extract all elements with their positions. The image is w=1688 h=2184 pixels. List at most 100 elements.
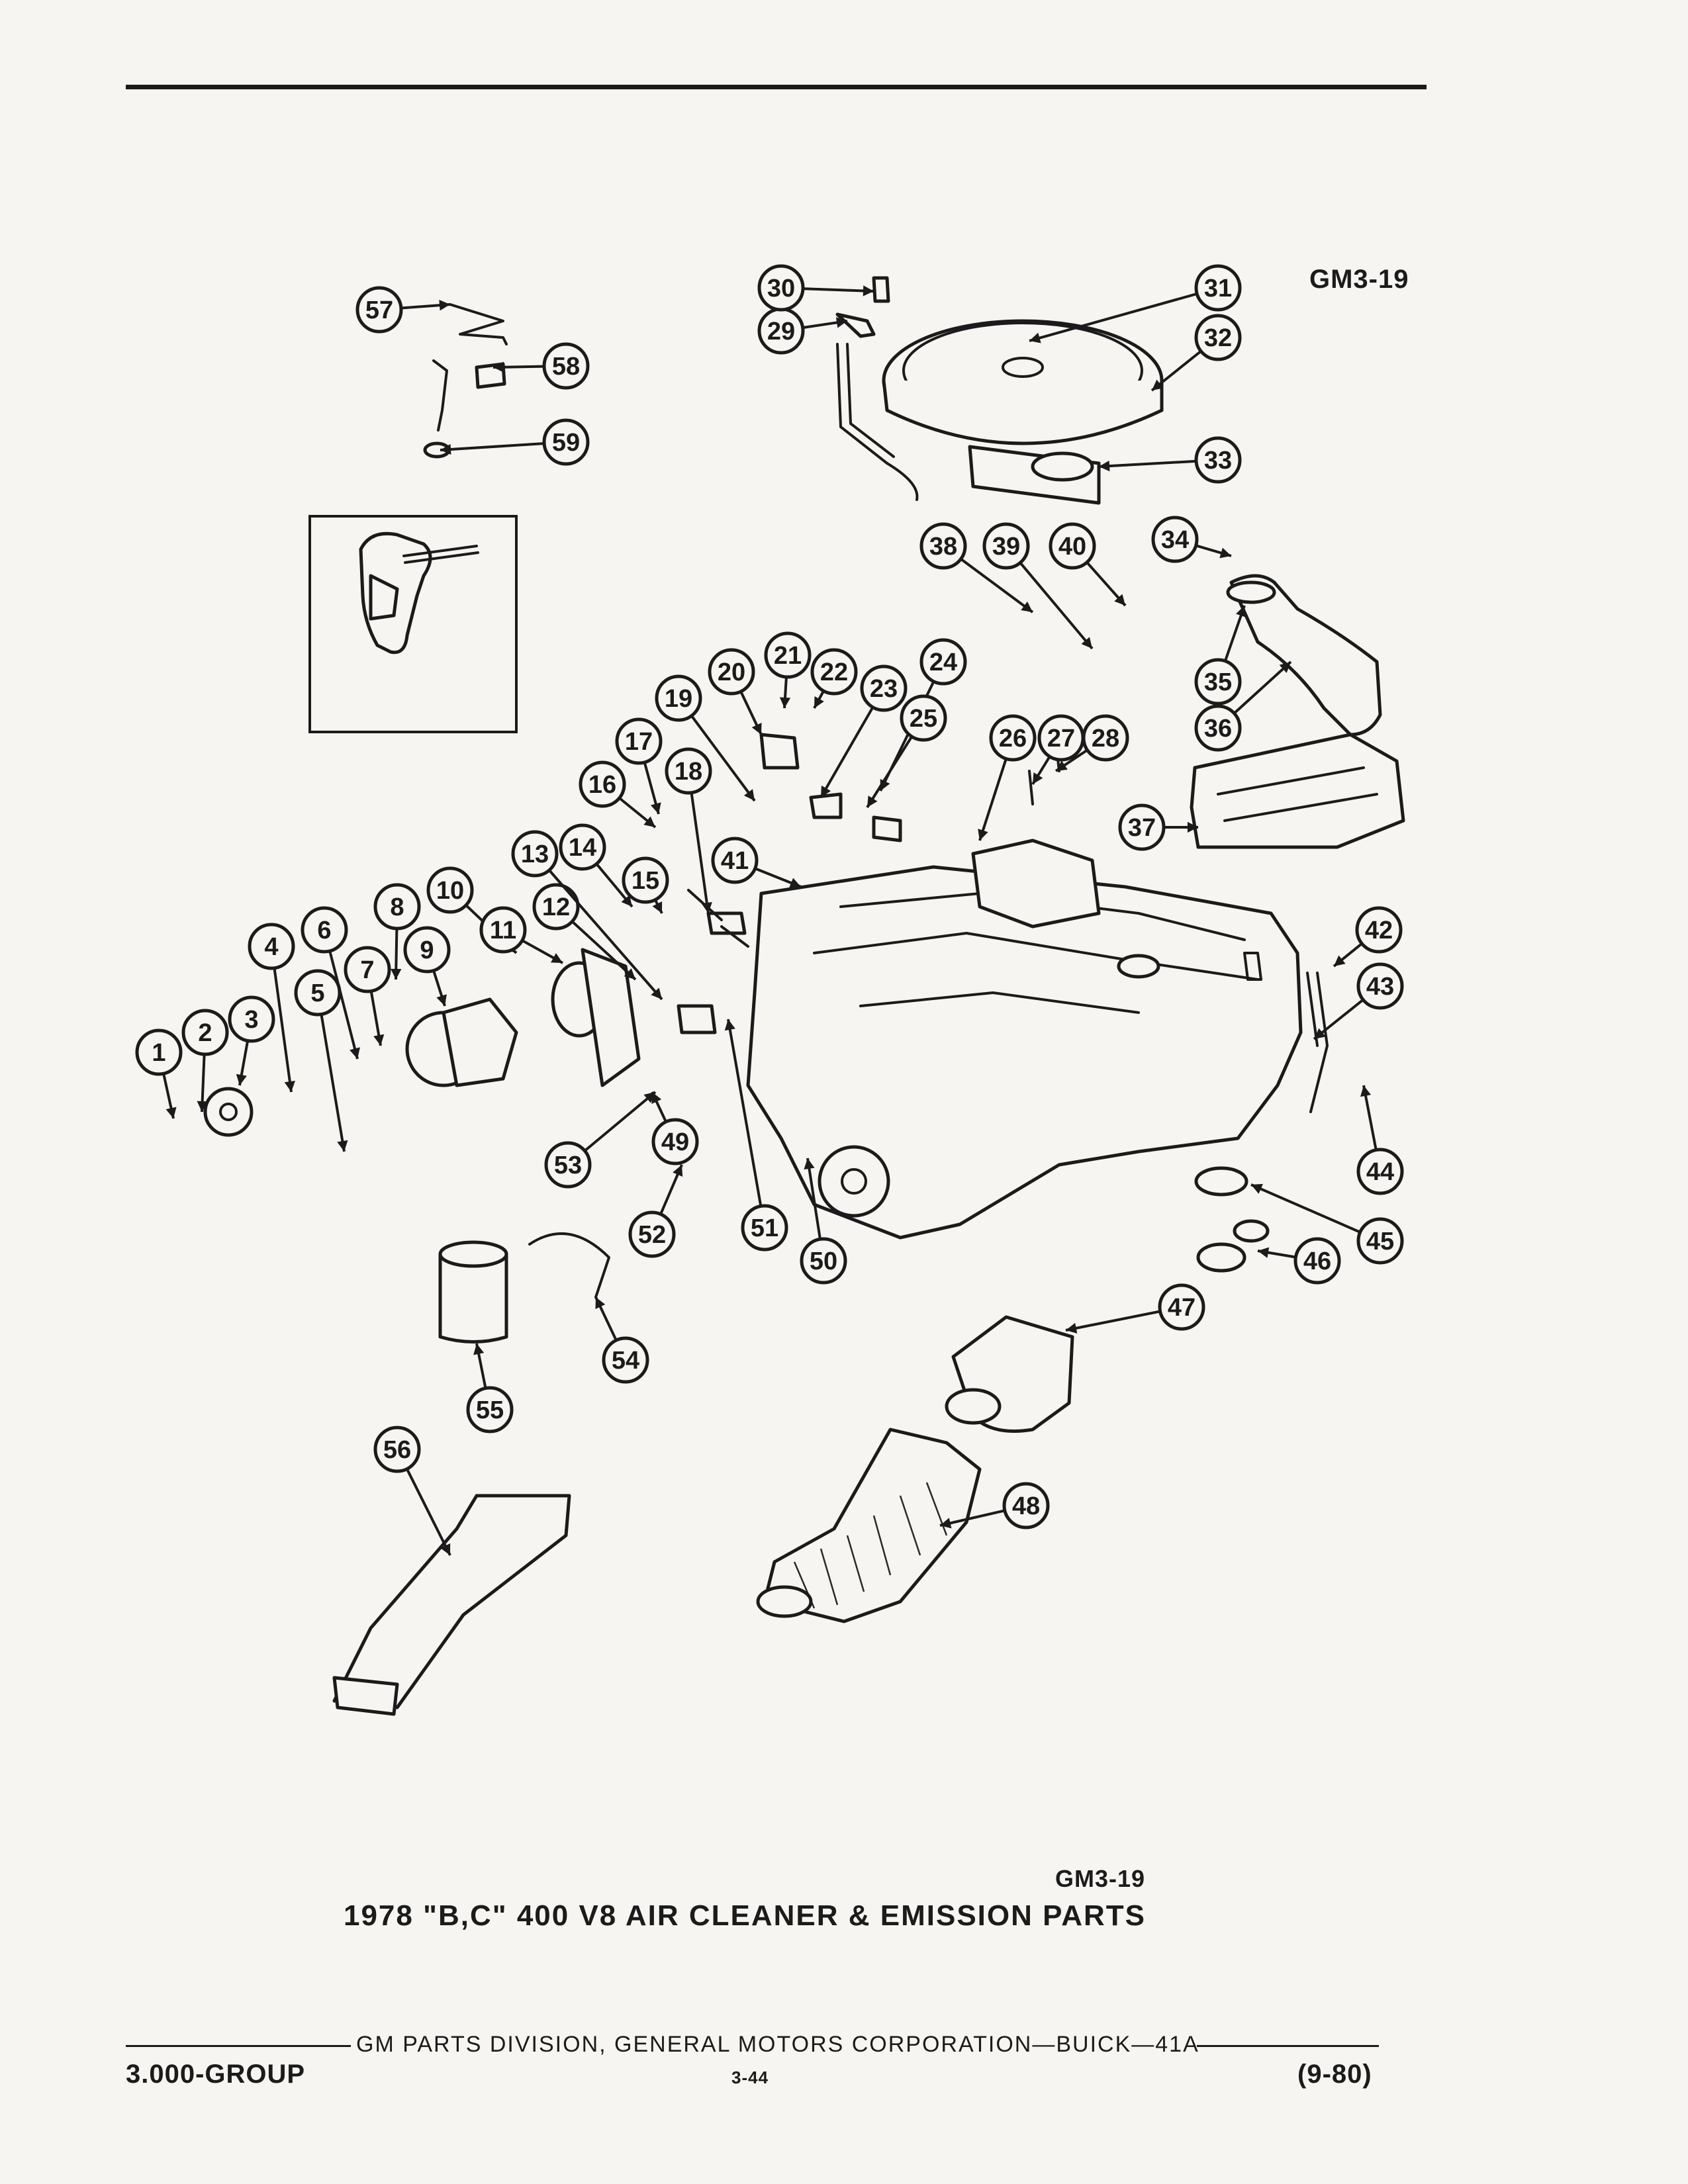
callout-arrowhead-44	[1360, 1085, 1372, 1097]
callout-label-57: 57	[365, 296, 393, 324]
callout-arrowhead-28	[1056, 760, 1068, 771]
callout-15: 15	[622, 856, 669, 914]
callout-17: 17	[615, 717, 663, 815]
callout-arrowhead-1	[165, 1107, 177, 1118]
callout-11: 11	[479, 906, 563, 964]
callout-label-26: 26	[999, 725, 1027, 752]
callout-circle-12	[532, 883, 580, 931]
callout-label-42: 42	[1365, 917, 1393, 944]
callout-arrowhead-53	[643, 1092, 655, 1103]
callout-label-28: 28	[1092, 725, 1119, 752]
callout-arrowhead-42	[1334, 955, 1346, 966]
callout-53: 53	[544, 1091, 657, 1189]
callout-57: 57	[355, 286, 451, 334]
callout-45: 45	[1250, 1183, 1404, 1265]
callout-circle-48	[1002, 1482, 1050, 1529]
air-intake-duct-47	[945, 1315, 1074, 1433]
flex-duct-48	[756, 1428, 982, 1623]
callout-leader-4	[270, 946, 293, 1093]
callout-39: 39	[982, 522, 1094, 650]
callout-label-33: 33	[1204, 447, 1232, 475]
callout-circle-4	[248, 923, 295, 970]
callout-circle-36	[1194, 704, 1242, 752]
callout-circle-50	[800, 1237, 847, 1285]
callout-arrowhead-17	[650, 802, 661, 814]
callout-7: 7	[344, 946, 391, 1046]
callout-arrowhead-56	[440, 1543, 451, 1555]
callout-label-32: 32	[1204, 324, 1232, 352]
callout-label-22: 22	[820, 659, 848, 686]
callout-circle-37	[1118, 803, 1166, 851]
callout-44: 44	[1356, 1085, 1404, 1195]
caption-text: 1978 "B,C" 400 V8 AIR CLEANER & EMISSION…	[343, 1899, 1146, 1932]
callout-leader-13	[534, 852, 663, 1001]
callout-46: 46	[1257, 1237, 1341, 1285]
callout-arrowhead-41	[789, 878, 801, 888]
callout-arrowhead-6	[350, 1047, 360, 1059]
callout-arrowhead-36	[1279, 662, 1291, 673]
callout-circle-23	[860, 664, 908, 712]
callout-arrowhead-11	[551, 953, 563, 963]
date-code: (9-80)	[1297, 2060, 1372, 2089]
callout-arrowhead-40	[1114, 594, 1125, 606]
callout-label-40: 40	[1058, 533, 1086, 561]
callout-23: 23	[820, 664, 908, 798]
callout-arrowhead-54	[595, 1297, 606, 1309]
callout-label-31: 31	[1204, 275, 1232, 302]
callout-32: 32	[1150, 314, 1242, 392]
callout-circle-30	[757, 264, 805, 312]
callout-9: 9	[403, 926, 451, 1007]
callout-arrowhead-57	[439, 300, 450, 311]
callout-label-29: 29	[767, 318, 795, 345]
callout-10: 10	[426, 866, 518, 954]
callout-arrowhead-8	[391, 968, 402, 979]
page-number: 3-44	[731, 2068, 769, 2087]
callout-circle-47	[1158, 1283, 1205, 1331]
callout-arrowhead-15	[652, 901, 663, 913]
group-label: 3.000-GROUP	[126, 2060, 306, 2089]
callout-circle-34	[1151, 516, 1199, 563]
callout-arrowhead-58	[493, 361, 504, 373]
callout-label-13: 13	[521, 841, 549, 868]
callout-arrowhead-38	[1021, 601, 1033, 612]
callout-13: 13	[511, 830, 663, 1001]
air-duct-56	[332, 1494, 571, 1716]
callout-label-10: 10	[436, 877, 464, 905]
callout-label-39: 39	[992, 533, 1020, 561]
callout-label-38: 38	[929, 533, 957, 561]
callout-circle-55	[466, 1386, 514, 1433]
callout-35: 35	[1194, 605, 1246, 705]
callout-circle-57	[355, 286, 403, 334]
callout-circle-44	[1356, 1148, 1404, 1195]
callout-circle-58	[542, 342, 590, 390]
callout-4: 4	[248, 923, 295, 1093]
callout-circle-24	[919, 638, 967, 686]
callout-arrowhead-33	[1099, 460, 1110, 472]
callout-label-53: 53	[554, 1152, 582, 1179]
callout-arrowhead-49	[651, 1092, 662, 1104]
callout-arrowhead-59	[440, 443, 451, 455]
callout-arrowhead-25	[867, 796, 878, 807]
callout-arrowhead-39	[1081, 637, 1092, 649]
callout-43: 43	[1313, 962, 1404, 1040]
callout-37: 37	[1118, 803, 1198, 851]
callout-circle-33	[1194, 436, 1242, 484]
callout-circle-17	[615, 717, 663, 765]
callout-arrowhead-48	[940, 1518, 952, 1529]
callout-arrowhead-52	[673, 1165, 683, 1177]
callout-58: 58	[492, 342, 590, 390]
callout-arrowhead-23	[821, 786, 831, 797]
callout-36: 36	[1194, 660, 1292, 752]
callout-label-27: 27	[1047, 725, 1075, 752]
callout-40: 40	[1049, 522, 1127, 607]
callout-arrowhead-37	[1187, 821, 1198, 833]
air-cleaner-assembly	[835, 276, 1164, 505]
callout-55: 55	[466, 1343, 514, 1433]
callout-34: 34	[1151, 516, 1232, 563]
callout-26: 26	[978, 714, 1037, 841]
callout-label-6: 6	[317, 917, 331, 944]
callout-label-52: 52	[638, 1221, 666, 1249]
callout-circle-31	[1194, 264, 1242, 312]
callout-48: 48	[939, 1482, 1050, 1529]
